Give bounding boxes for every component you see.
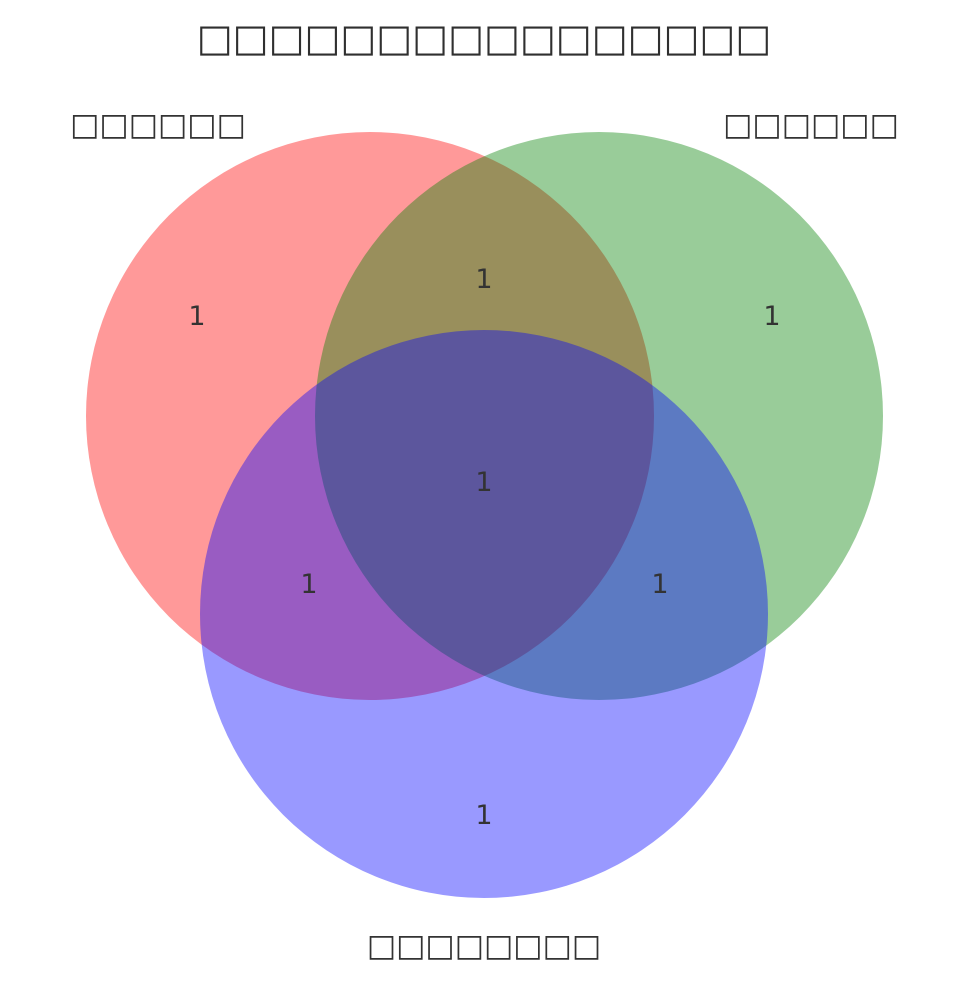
region-abc-count: 1 xyxy=(475,467,492,498)
region-b-only-count: 1 xyxy=(763,301,780,332)
region-a-only-count: 1 xyxy=(188,301,205,332)
region-bc-count: 1 xyxy=(651,569,668,600)
set-circles xyxy=(86,132,883,898)
region-counts: 1 1 1 1 1 1 1 xyxy=(188,264,780,831)
set-b-label: □□□□□□ xyxy=(723,107,899,143)
diagram-title: □□□□□□□□□□□□□□□□ xyxy=(197,16,771,60)
set-b-circle xyxy=(315,132,883,700)
region-ab-count: 1 xyxy=(475,264,492,295)
region-c-only-count: 1 xyxy=(475,800,492,831)
set-a-circle xyxy=(86,132,654,700)
set-c-circle xyxy=(200,330,768,898)
region-ac-count: 1 xyxy=(300,569,317,600)
set-a-label: □□□□□□ xyxy=(70,107,246,143)
set-c-label: □□□□□□□□ xyxy=(367,928,601,964)
